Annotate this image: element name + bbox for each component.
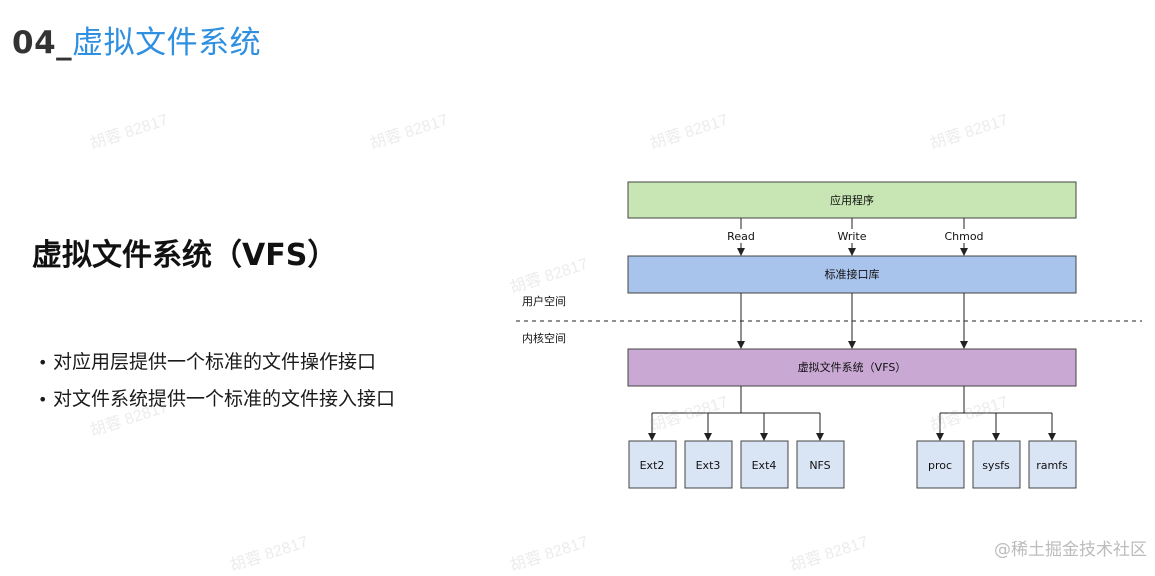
fs-label-ext3: Ext3 bbox=[696, 459, 721, 472]
app-box bbox=[627, 181, 1077, 219]
fs-box-sysfs bbox=[972, 440, 1021, 489]
page-title-topic: 虚拟文件系统 bbox=[72, 25, 262, 61]
bullet-list: • 对应用层提供一个标准的文件操作接口 • 对文件系统提供一个标准的文件接入接口 bbox=[38, 344, 395, 418]
bullet-text: 对应用层提供一个标准的文件操作接口 bbox=[53, 351, 377, 373]
bullet-text: 对文件系统提供一个标准的文件接入接口 bbox=[53, 388, 396, 410]
kernel-space-label: 内核空间 bbox=[522, 331, 566, 345]
bullet-item: • 对文件系统提供一个标准的文件接入接口 bbox=[38, 381, 395, 418]
fs-box-proc bbox=[916, 440, 965, 489]
read-label: Read bbox=[727, 230, 755, 243]
fs-label-ramfs: ramfs bbox=[1036, 459, 1068, 472]
page-title: 04_虚拟文件系统 bbox=[12, 18, 261, 68]
bullet-item: • 对应用层提供一个标准的文件操作接口 bbox=[38, 344, 395, 381]
fs-box-ramfs bbox=[1028, 440, 1077, 489]
fs-label-proc: proc bbox=[928, 459, 952, 472]
fs-label-ext4: Ext4 bbox=[752, 459, 777, 472]
vfs-box bbox=[627, 348, 1077, 387]
fs-label-sysfs: sysfs bbox=[982, 459, 1010, 472]
fs-label-ext2: Ext2 bbox=[640, 459, 665, 472]
fs-box-nfs bbox=[796, 440, 845, 489]
fs-box-ext4 bbox=[740, 440, 789, 489]
bullet-dot-icon: • bbox=[38, 353, 48, 372]
vfs-box-label: 虚拟文件系统（VFS） bbox=[798, 360, 907, 374]
fs-label-nfs: NFS bbox=[809, 459, 830, 472]
page-title-number: 04_ bbox=[12, 25, 73, 61]
user-space-label: 用户空间 bbox=[522, 294, 566, 308]
fs-box-ext3 bbox=[684, 440, 733, 489]
std-lib-box bbox=[627, 255, 1077, 294]
write-label: Write bbox=[837, 230, 866, 243]
chmod-label: Chmod bbox=[944, 230, 983, 243]
footer-brand: @稀土掘金技术社区 bbox=[994, 540, 1147, 560]
std-lib-label: 标准接口库 bbox=[825, 267, 880, 281]
bullet-dot-icon: • bbox=[38, 390, 48, 409]
app-box-label: 应用程序 bbox=[830, 193, 874, 207]
fs-box-ext2 bbox=[628, 440, 677, 489]
section-title: 虚拟文件系统（VFS） bbox=[32, 238, 338, 273]
